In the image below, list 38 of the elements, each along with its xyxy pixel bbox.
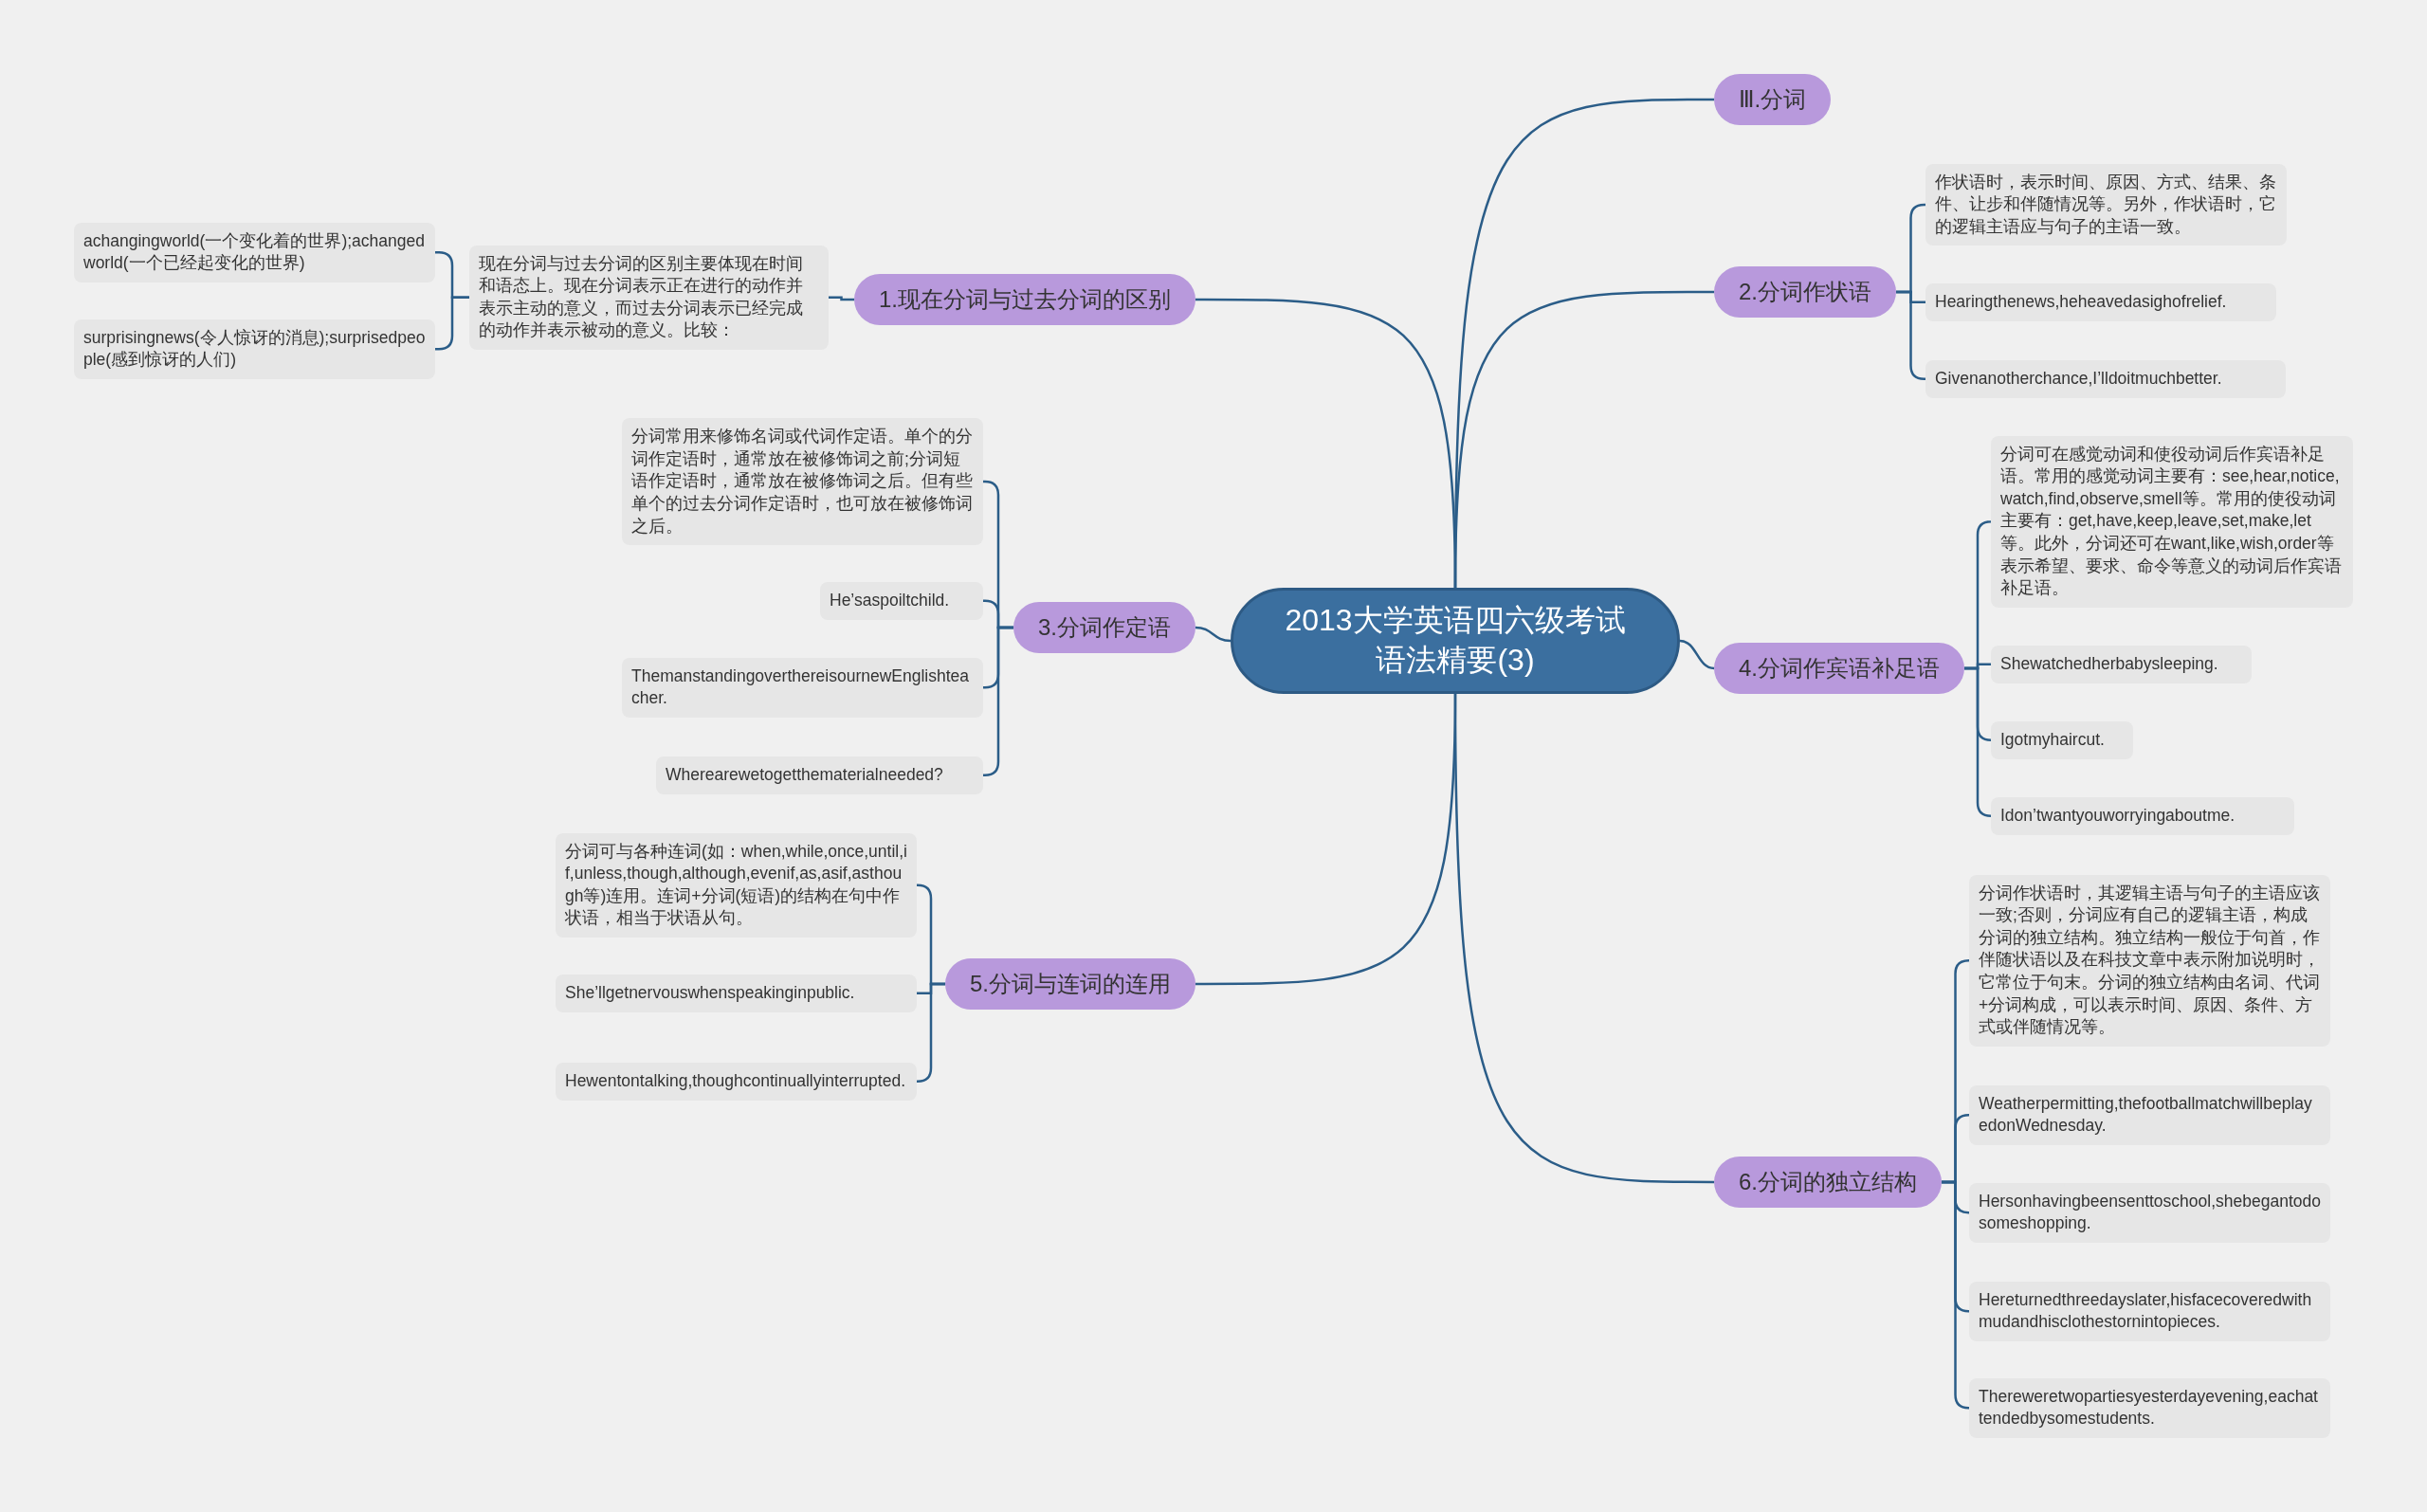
connector-line	[1679, 639, 1715, 670]
note-card: Igotmyhaircut.	[1991, 721, 2133, 759]
branch-topic: 3.分词作定语	[1013, 601, 1195, 654]
connector-line	[1942, 1180, 1970, 1410]
note-card: 分词可与各种连词(如：when,while,once,until,if,unless,though,although,evenif,as,asif,asthough等)连用。连词+分词(短语)的结构在句中作状语，相当于状语从句。	[556, 832, 917, 938]
connector-line	[1453, 290, 1714, 589]
note-card: Hewentontalking,thoughcontinuallyinterrupted.	[556, 1063, 917, 1101]
note-card: 现在分词与过去分词的区别主要体现在时间和语态上。现在分词表示正在进行的动作并表示主动的意义，而过去分词表示已经完成的动作并表示被动的意义。比较：	[469, 245, 829, 350]
connector-line	[829, 296, 854, 301]
note-card: surprisingnews(令人惊讶的消息);surprisedpeople(感到惊讶的人们)	[74, 319, 435, 379]
note-card: Givenanotherchance,I’lldoitmuchbetter.	[1925, 360, 2286, 398]
note-card: achangingworld(一个变化着的世界);achangedworld(一个已经起变化的世界)	[74, 222, 435, 282]
central-topic: 2013大学英语四六级考试语法精要(3)	[1231, 588, 1680, 694]
note-card: He’saspoiltchild.	[820, 582, 983, 620]
note-card: Hereturnedthreedayslater,hisfacecoveredwithmudandhisclothestornintopieces.	[1969, 1281, 2330, 1341]
branch-topic: Ⅲ.分词	[1714, 73, 1832, 126]
note-card: Wherearewetogetthematerialneeded?	[656, 756, 983, 794]
note-card: Shewatchedherbabysleeping.	[1991, 646, 2252, 683]
note-card: Hearingthenews,heheavedasighofrelief.	[1925, 283, 2276, 321]
note-card: 分词常用来修饰名词或代词作定语。单个的分词作定语时，通常放在被修饰词之前;分词短语作定语时，通常放在被修饰词之后。但有些单个的过去分词作定语时，也可放在被修饰词之后。	[622, 418, 983, 546]
note-card: ThemanstandingoverthereisournewEnglishteacher.	[622, 657, 983, 718]
note-card: Thereweretwopartiesyesterdayevening,eachattendedbysomestudents.	[1969, 1377, 2330, 1438]
branch-topic: 1.现在分词与过去分词的区别	[854, 273, 1195, 326]
branch-topic: 2.分词作状语	[1714, 265, 1896, 319]
connector-line	[1896, 290, 1926, 381]
note-card: She’llgetnervouswhenspeakinginpublic.	[556, 975, 917, 1012]
note-card: 分词作状语时，其逻辑主语与句子的主语应该一致;否则，分词应有自己的逻辑主语，构成分词的独立结构。独立结构一般位于句首，作伴随状语以及在科技文章中表示附加说明时，它常位于句末。分词的独立结构由名词、代词+分词构成，可以表示时间、原因、条件、方式或伴随情况等。	[1969, 874, 2330, 1047]
connector-line	[1453, 694, 1714, 1184]
note-card: Idon’twantyouworryingaboutme.	[1991, 797, 2294, 835]
note-card: 分词可在感觉动词和使役动词后作宾语补足语。常用的感觉动词主要有：see,hear,notice,watch,find,observe,smell等。常用的使役动词主要有：get,have,keep,leave,set,make,let等。此外，分词还可在want,like,wish,order等表示希望、要求、命令等意义的动词后作宾语补足语。	[1991, 435, 2353, 608]
note-card: Hersonhavingbeensenttoschool,shebegantodosomeshopping.	[1969, 1182, 2330, 1243]
branch-topic: 6.分词的独立结构	[1714, 1156, 1942, 1209]
note-card: 作状语时，表示时间、原因、方式、结果、条件、让步和伴随情况等。另外，作状语时，它的逻辑主语应与句子的主语一致。	[1925, 163, 2287, 246]
connector-line	[1195, 626, 1232, 643]
note-card: Weatherpermitting,thefootballmatchwillbeplayedonWednesday.	[1969, 1084, 2330, 1145]
branch-topic: 5.分词与连词的连用	[945, 957, 1195, 1011]
branch-topic: 4.分词作宾语补足语	[1714, 642, 1964, 695]
connector-line	[1964, 666, 1993, 818]
